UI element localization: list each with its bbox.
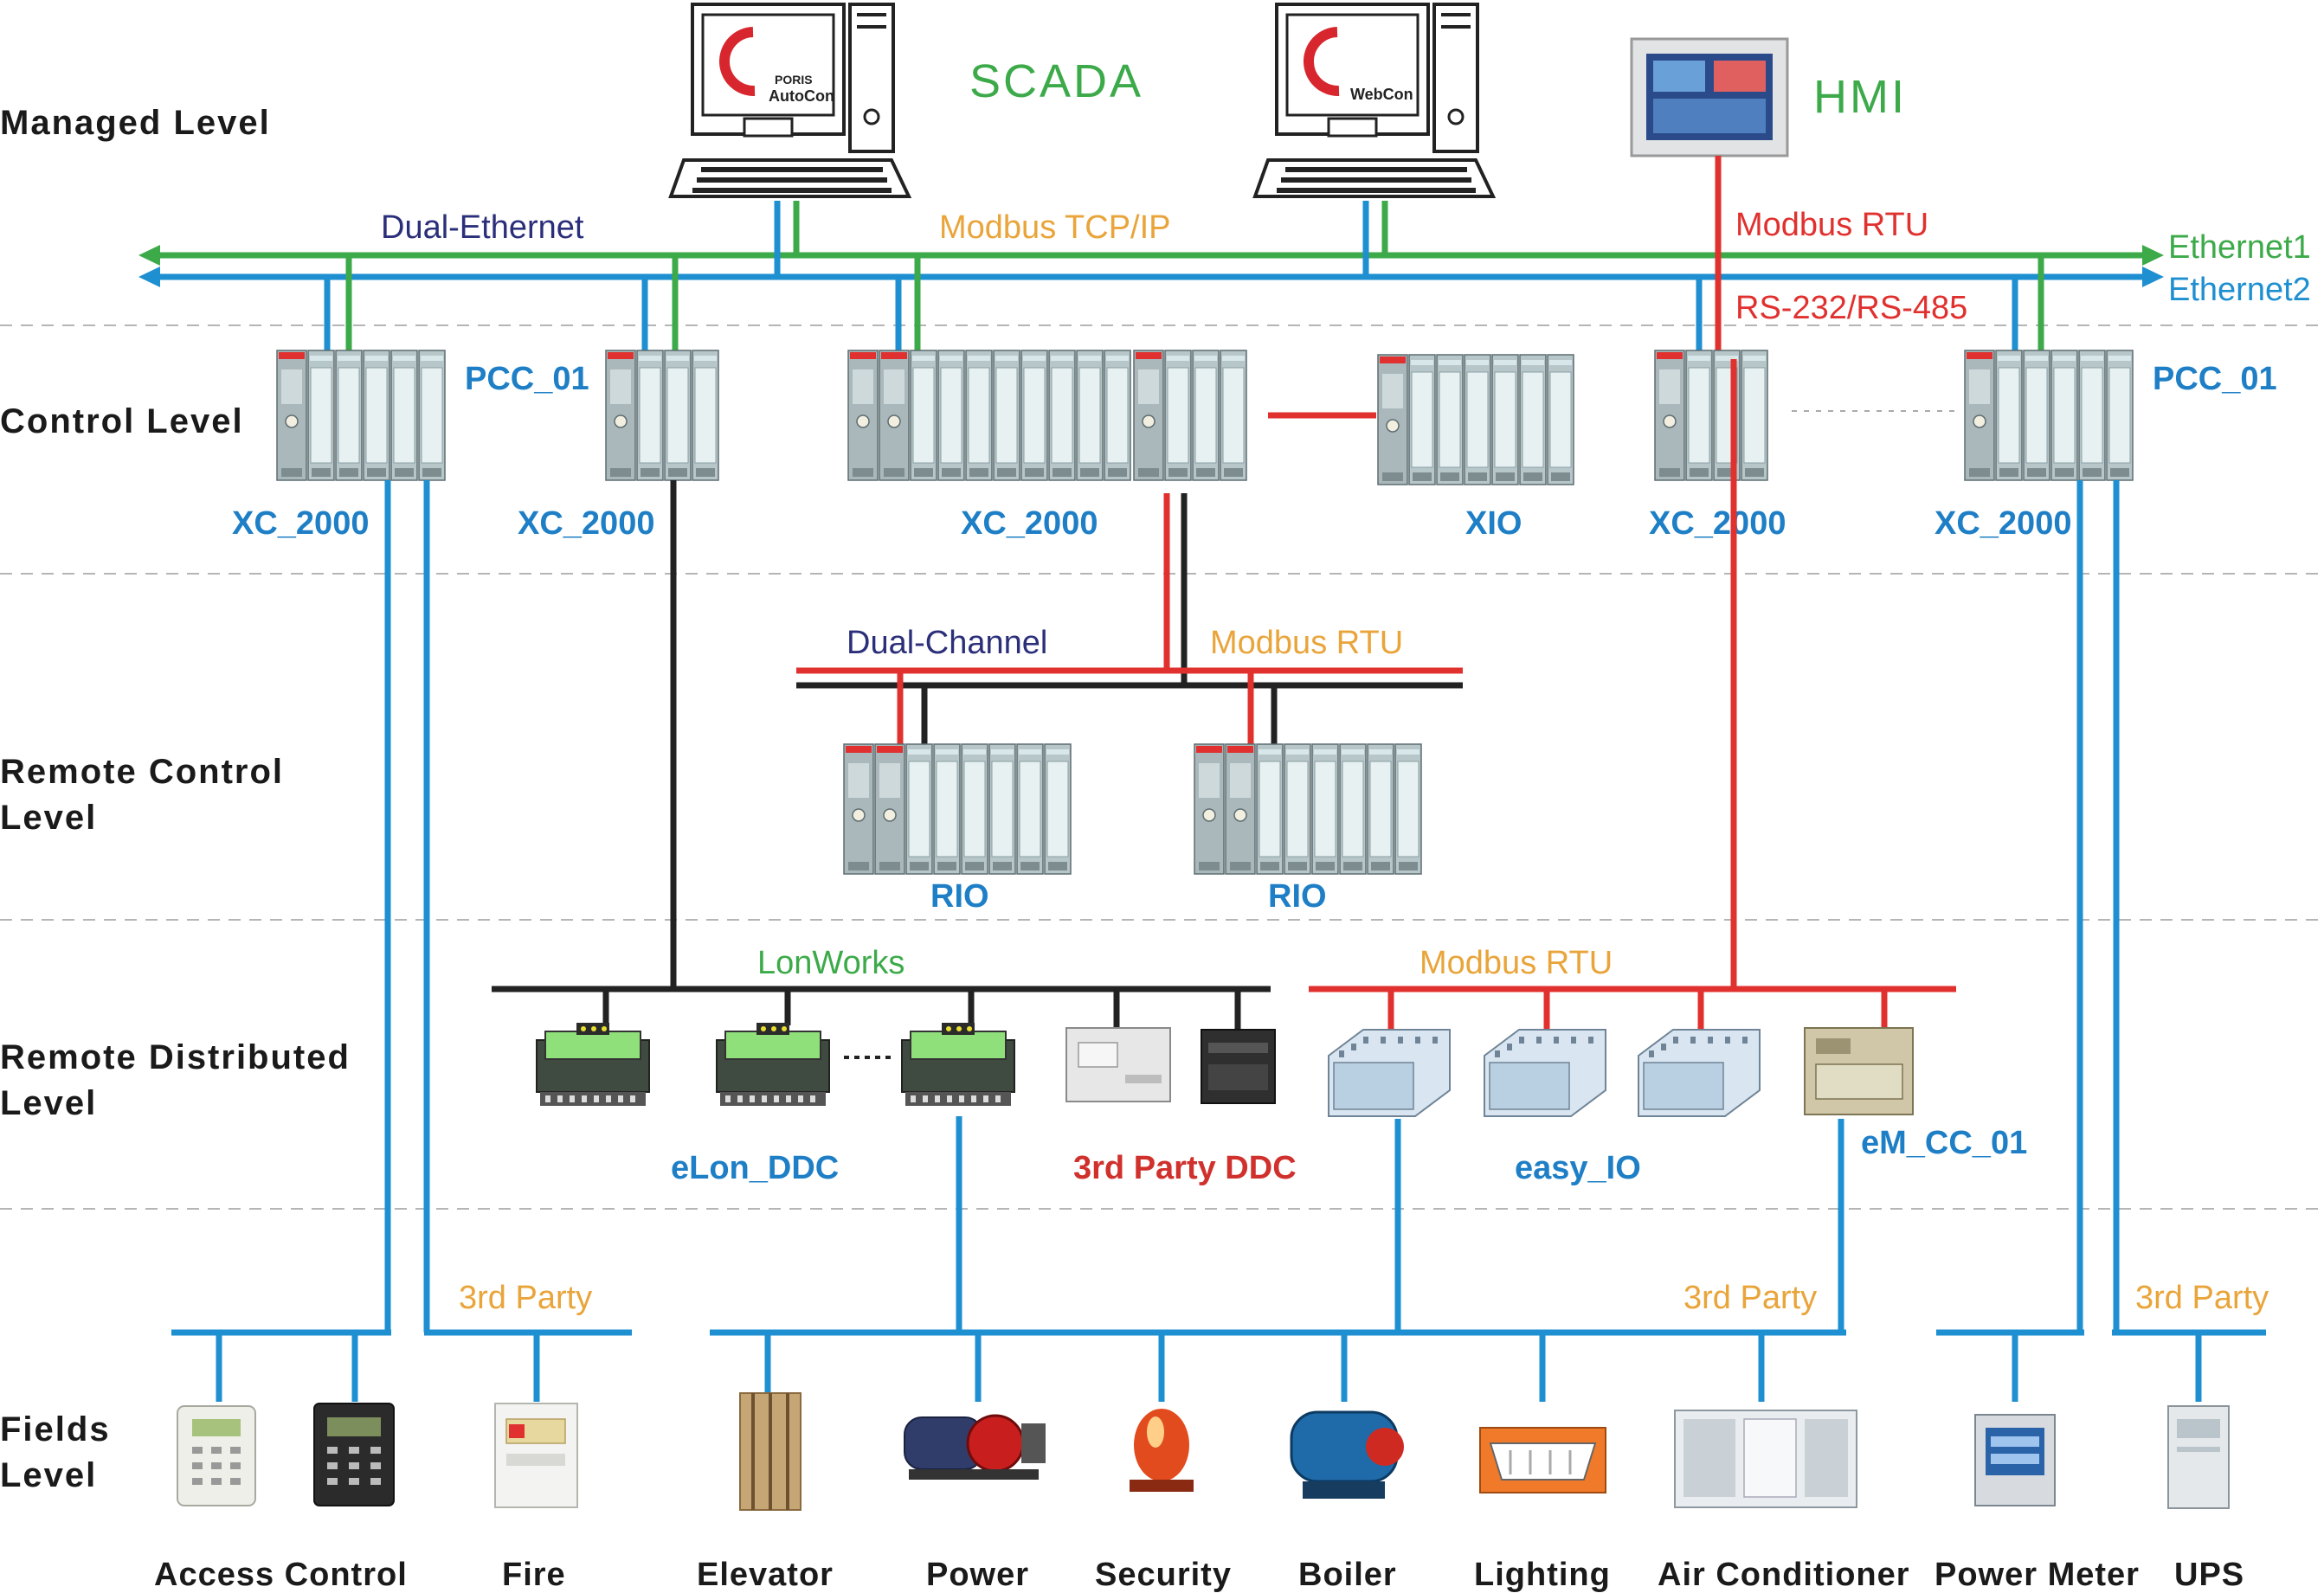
easy-io-2-icon (1484, 1029, 1606, 1117)
xc2000-2-controller-icon (605, 350, 719, 481)
third-party-ups-label: 3rd Party (2135, 1280, 2269, 1316)
ethernet1-bus (138, 245, 2164, 266)
power-meter-icon (1974, 1414, 2056, 1506)
pcc-right-label: PCC_01 (2153, 361, 2277, 397)
ups-icon (2167, 1405, 2230, 1509)
air-conditioner-label: Air Conditioner (1658, 1557, 1910, 1593)
power-meter-label: Power Meter (1935, 1557, 2140, 1593)
power-label: Power (926, 1557, 1029, 1593)
elon-ddc-3-icon (901, 1022, 1015, 1107)
power-pump-icon (904, 1414, 1046, 1480)
xc2000-4-controller-icon (1654, 350, 1768, 481)
elon-ddc-1-icon (536, 1022, 650, 1107)
rio-2-label: RIO (1268, 878, 1327, 915)
third-party-ddc-2-icon (1201, 1029, 1276, 1104)
xc2000-3-label: XC_2000 (961, 505, 1098, 542)
ups-label: UPS (2174, 1557, 2244, 1593)
pcc-right-controller-icon (1964, 350, 2134, 481)
fields-level-label-line2: Level (0, 1456, 97, 1494)
modbus-rtu-hmi-label: Modbus RTU (1735, 207, 1928, 243)
rio-1-label: RIO (930, 878, 989, 915)
managed-level-label: Managed Level (0, 104, 271, 142)
xc2000-1-label: XC_2000 (232, 505, 369, 542)
elon-ddc-2-icon (716, 1022, 830, 1107)
lighting-fixture-icon (1479, 1427, 1606, 1493)
scada-autocon-pc-icon: PORIS AutoCon (671, 4, 909, 196)
rio-2-module-icon (1194, 743, 1422, 875)
access-control-keypad-icon (177, 1405, 256, 1506)
ethernet1-label: Ethernet1 (2168, 229, 2311, 266)
pcc-left-controller-icon (276, 350, 446, 481)
remote-control-level-label-line2: Level (0, 799, 97, 837)
xio-label: XIO (1465, 505, 1522, 542)
third-party-ddc-1-icon (1065, 1027, 1171, 1102)
lighting-label: Lighting (1474, 1557, 1611, 1593)
scada-label: SCADA (969, 55, 1143, 107)
svg-text:WebCon: WebCon (1350, 86, 1413, 103)
scada-webcon-pc-icon: WebCon (1255, 4, 1493, 196)
em-cc-01-icon (1804, 1027, 1914, 1115)
dual-channel-label: Dual-Channel (847, 625, 1047, 661)
rs232-rs485-label: RS-232/RS-485 (1735, 290, 1967, 326)
third-party-fire-label: 3rd Party (459, 1280, 592, 1316)
easy-io-label: easy_IO (1515, 1150, 1641, 1186)
elon-ddc-label: eLon_DDC (671, 1150, 839, 1186)
hmi-panel-icon (1630, 37, 1789, 157)
modbus-rtu-device-label: Modbus RTU (1420, 945, 1613, 981)
rio-1-module-icon (843, 743, 1072, 875)
fire-panel-icon (494, 1403, 578, 1508)
remote-distributed-level-label: Remote Distributed (0, 1038, 351, 1076)
hmi-label: HMI (1813, 71, 1907, 123)
boiler-label: Boiler (1298, 1557, 1397, 1593)
xc2000-2-label: XC_2000 (518, 505, 654, 542)
svg-text:PORIS: PORIS (775, 73, 813, 87)
control-level-label: Control Level (0, 402, 244, 440)
elevator-icon (739, 1392, 801, 1511)
easy-io-1-icon (1328, 1029, 1451, 1117)
xc2000-5-label: XC_2000 (1935, 505, 2071, 542)
access-control-label: Access Control (154, 1557, 408, 1593)
remote-control-level-label: Remote Control (0, 753, 284, 791)
third-party-main-label: 3rd Party (1683, 1280, 1817, 1316)
em-cc-01-label: eM_CC_01 (1861, 1125, 2027, 1161)
easy-io-3-icon (1638, 1029, 1761, 1117)
ethernet2-label: Ethernet2 (2168, 272, 2311, 308)
boiler-icon (1290, 1410, 1404, 1499)
xc2000-3-controller-icon (847, 350, 1247, 481)
security-beacon-icon (1130, 1409, 1194, 1492)
modbus-rtu-channel-label: Modbus RTU (1210, 625, 1403, 661)
modbus-tcp-label: Modbus TCP/IP (939, 209, 1171, 246)
remote-distributed-level-label-line2: Level (0, 1084, 97, 1122)
ethernet2-bus (138, 267, 2164, 287)
svg-text:AutoCon: AutoCon (769, 87, 834, 105)
pcc-left-label: PCC_01 (465, 361, 589, 397)
level-separators (0, 324, 2324, 1210)
xio-module-icon (1377, 354, 1574, 485)
dual-ethernet-label: Dual-Ethernet (381, 209, 584, 246)
elevator-label: Elevator (697, 1557, 834, 1593)
security-label: Security (1095, 1557, 1232, 1593)
fire-label: Fire (502, 1557, 566, 1593)
xc2000-4-label: XC_2000 (1649, 505, 1786, 542)
access-control-reader-icon (313, 1403, 395, 1506)
lonworks-label: LonWorks (757, 945, 904, 981)
fields-level-label: Fields (0, 1410, 111, 1448)
air-conditioner-unit-icon (1674, 1410, 1857, 1508)
third-party-ddc-label: 3rd Party DDC (1073, 1150, 1297, 1186)
